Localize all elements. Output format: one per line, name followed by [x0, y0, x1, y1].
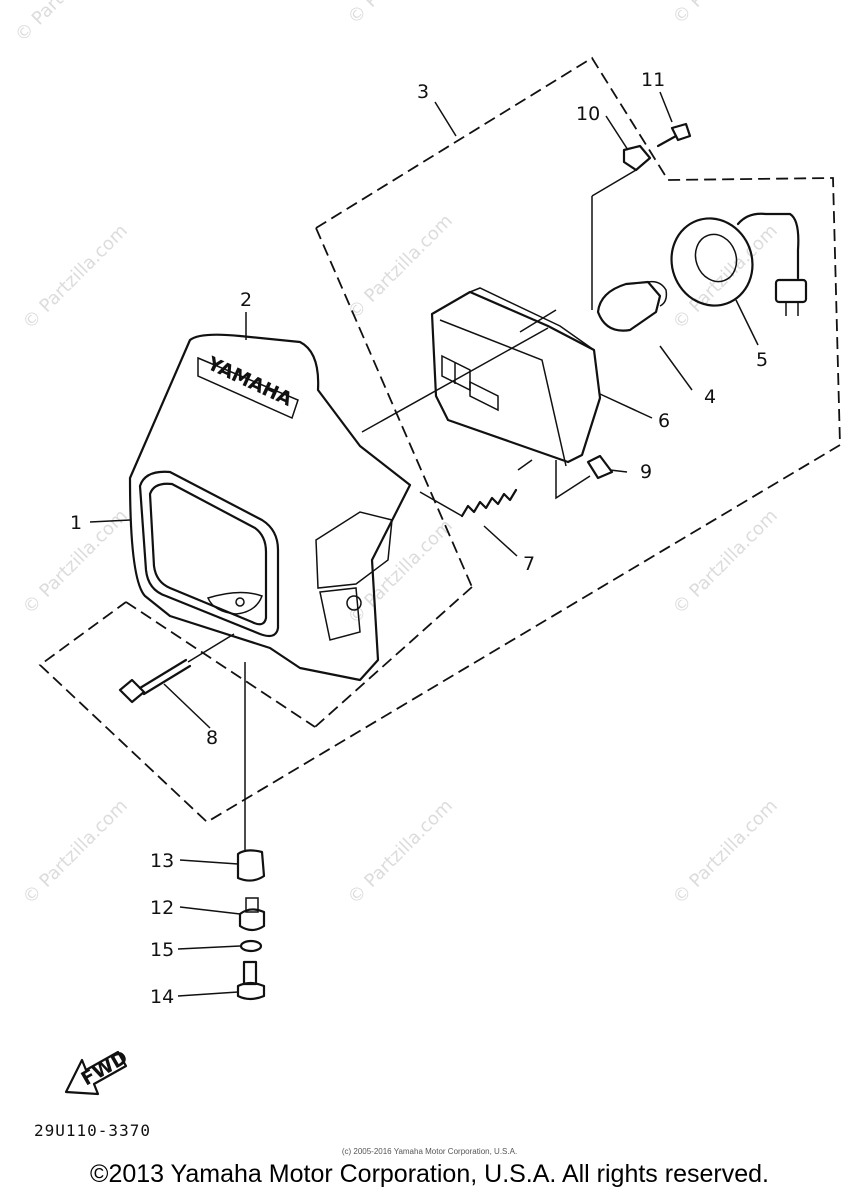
callout-5: 5: [756, 349, 768, 371]
callout-8: 8: [206, 727, 218, 749]
callouts: 1 2 3 4 5 6 7 8 9 10 11 12 13 14 15: [70, 69, 768, 1008]
watermark: © Partzilla.com: [344, 210, 457, 323]
callout-4: 4: [704, 386, 716, 408]
callout-1: 1: [70, 512, 82, 534]
watermark-layer: © Partzilla.com © Partzilla.com © Partzi…: [11, 0, 782, 909]
callout-10: 10: [576, 103, 600, 125]
nut-clip: [555, 454, 614, 500]
watermark: © Partzilla.com: [669, 795, 782, 908]
callout-6: 6: [658, 410, 670, 432]
watermark: © Partzilla.com: [344, 795, 457, 908]
bracket-clip: [622, 144, 652, 172]
adjust-screw: [591, 122, 692, 310]
watermark: © Partzilla.com: [669, 0, 782, 29]
watermark: © Partzilla.com: [19, 220, 132, 333]
callout-2: 2: [240, 289, 252, 311]
watermark: © Partzilla.com: [669, 505, 782, 618]
adjust-spring: [419, 459, 533, 518]
headlight-unit: [361, 287, 602, 467]
callout-14: 14: [150, 986, 174, 1008]
washer: [239, 939, 263, 953]
screw: [236, 960, 266, 1001]
watermark: © Partzilla.com: [11, 0, 124, 46]
callout-12: 12: [150, 897, 174, 919]
callout-7: 7: [523, 553, 535, 575]
copyright-notice: ©2013 Yamaha Motor Corporation, U.S.A. A…: [90, 1160, 769, 1188]
leader-lines: [89, 91, 759, 997]
diagram-code: 29U110-3370: [34, 1121, 151, 1140]
collar: [238, 897, 266, 932]
callout-13: 13: [150, 850, 174, 872]
mounting-bolt: [118, 633, 235, 704]
forward-arrow-icon: FWD: [64, 1046, 132, 1096]
watermark: © Partzilla.com: [19, 795, 132, 908]
watermark: © Partzilla.com: [344, 0, 457, 29]
watermark: © Partzilla.com: [344, 515, 457, 628]
bulb-socket: [670, 212, 808, 316]
brand-logo-text: YAMAHA: [203, 352, 296, 411]
headlight-bulb: [596, 280, 668, 332]
callout-11: 11: [641, 69, 665, 91]
assembly-outline-3: [38, 56, 841, 824]
headlight-cowl: YAMAHA: [128, 333, 412, 682]
small-copyright: (c) 2005-2016 Yamaha Motor Corporation, …: [341, 1147, 518, 1156]
callout-9: 9: [640, 461, 652, 483]
fwd-label: FWD: [78, 1046, 132, 1090]
callout-15: 15: [150, 939, 174, 961]
callout-3: 3: [417, 81, 429, 103]
grommet: [236, 849, 266, 882]
